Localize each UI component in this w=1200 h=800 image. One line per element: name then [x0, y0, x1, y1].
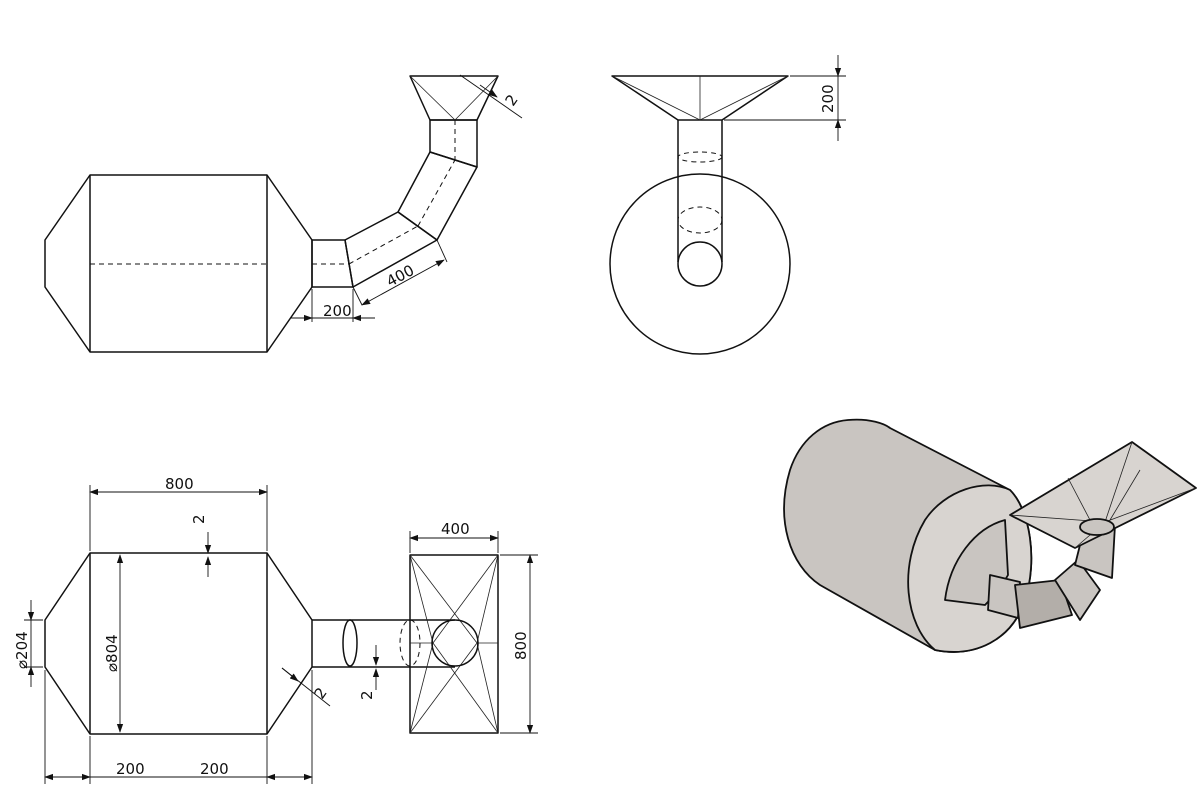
top-dim-2: 2 — [190, 514, 212, 577]
iso-pipe-segment-1 — [987, 574, 1021, 619]
top-dim-800-vertical: 800 — [500, 554, 538, 734]
dim-length-200-bottom-right: 200 — [200, 760, 229, 778]
dim-width-400-top: 400 — [441, 520, 470, 538]
inlet-pipe-front — [311, 119, 478, 288]
side-view: 200 — [609, 55, 846, 355]
front-dim-2: 2 — [459, 74, 523, 119]
dim-diameter-804: ⌀804 — [103, 634, 121, 672]
dim-length-200-front: 200 — [323, 302, 352, 320]
dim-length-400-front: 400 — [383, 261, 417, 290]
pipe-side — [677, 120, 723, 287]
dim-height-800-top: 800 — [512, 631, 530, 660]
funnel-side — [611, 75, 789, 121]
dim-thickness-front: 2 — [502, 91, 522, 109]
side-dim-200: 200 — [724, 55, 846, 141]
funnel-front — [409, 75, 499, 121]
tank-end-circle — [609, 173, 791, 355]
top-dim-400: 400 — [409, 520, 499, 553]
top-dim-2-pipe: 2 — [358, 645, 380, 700]
iso-pipe-segment-3 — [1054, 559, 1101, 621]
front-dim-200: 200 — [290, 289, 375, 322]
iso-funnel-facets — [1009, 441, 1197, 549]
dim-thickness-cone: 2 — [311, 684, 331, 702]
dim-length-200-bottom-left: 200 — [116, 760, 145, 778]
tank-body-front — [44, 174, 313, 353]
iso-pipe-segment-2 — [1014, 579, 1073, 629]
tank-body-top — [44, 552, 313, 735]
front-dim-400: 400 — [352, 239, 448, 306]
top-dim-800: 800 — [89, 475, 268, 551]
top-dim-bottom: 200 200 — [44, 670, 313, 784]
funnel-top — [409, 554, 499, 734]
dim-diameter-204: ⌀204 — [13, 631, 31, 669]
isometric-view — [783, 418, 1197, 653]
dim-length-800-top: 800 — [165, 475, 194, 493]
dim-thickness-pipe: 2 — [358, 690, 376, 700]
top-dim-diameter-204: ⌀204 — [13, 600, 43, 687]
dim-thickness-top: 2 — [190, 514, 208, 524]
front-view: 2 400 200 — [44, 74, 523, 353]
dim-height-200-side: 200 — [819, 84, 837, 113]
top-view: 800 2 ⌀204 ⌀804 400 80 — [13, 475, 538, 784]
top-dim-diameter-804: ⌀804 — [103, 554, 124, 733]
